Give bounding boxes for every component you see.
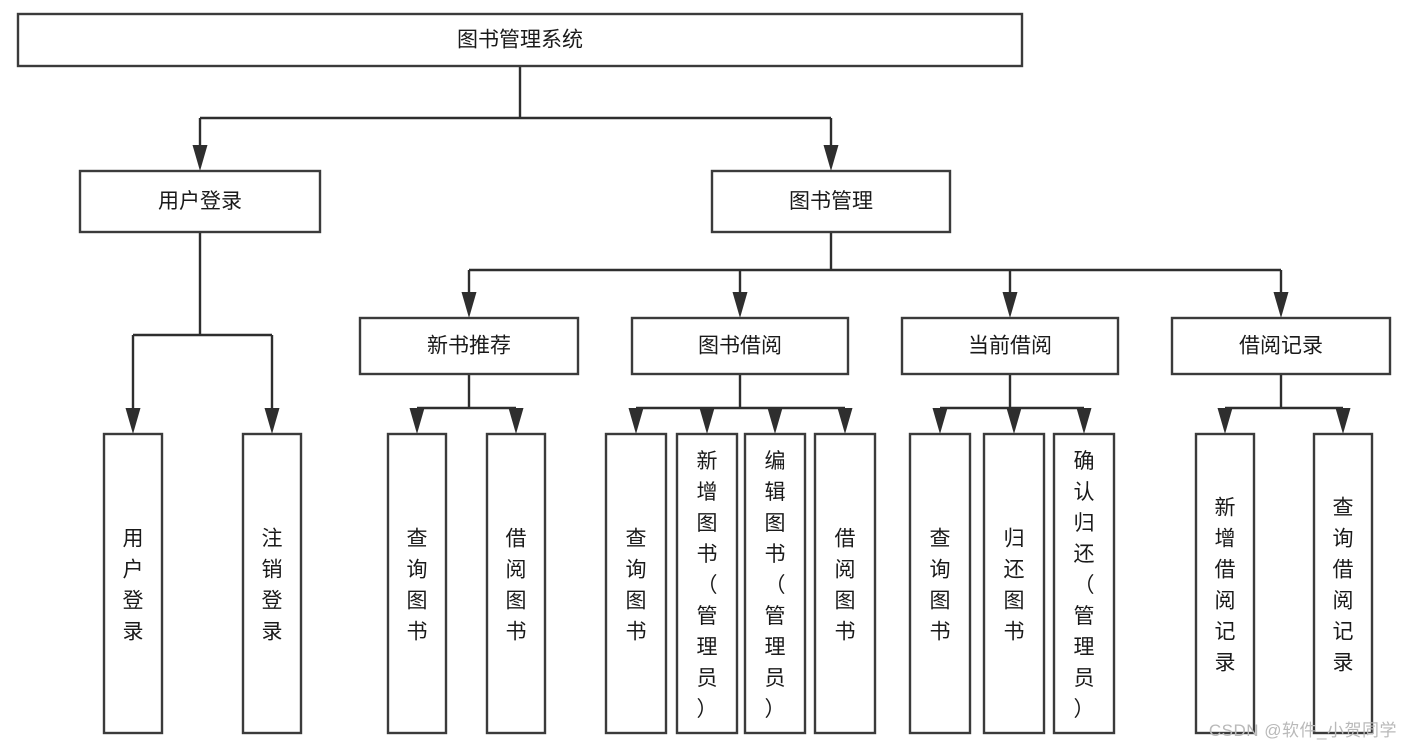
node-label: 查询图书 <box>626 528 647 644</box>
connector-book-manage-to-level3 <box>461 232 1289 318</box>
node-label: 当前借阅 <box>968 335 1052 358</box>
node-box[interactable] <box>900 316 1120 376</box>
node-label: 图书管理 <box>789 190 873 213</box>
node-root-图书管理系统[interactable]: 图书管理系统 <box>16 12 1024 68</box>
arrow-head-icon <box>1217 408 1233 434</box>
node-box[interactable] <box>16 12 1024 68</box>
arrow-head-icon <box>1006 408 1022 434</box>
nodes-layer: 图书管理系统用户登录图书管理新书推荐图书借阅当前借阅借阅记录用户登录注销登录查询… <box>16 12 1392 735</box>
arrow-head-icon <box>125 408 141 434</box>
node-leaf-logout[interactable]: 注销登录 <box>241 432 303 735</box>
node-label: 新增借阅记录 <box>1215 497 1236 675</box>
node-user-login[interactable]: 用户登录 <box>78 169 322 234</box>
node-current-borrow[interactable]: 当前借阅 <box>900 316 1120 376</box>
node-leaf-query-borrow-record[interactable]: 查询借阅记录 <box>1312 432 1374 735</box>
connector-user-login-to-leaves <box>125 232 280 434</box>
node-label: 编辑图书（管理员） <box>765 450 786 721</box>
node-box[interactable] <box>1170 316 1392 376</box>
arrow-head-icon <box>461 292 477 318</box>
node-leaf-user-login[interactable]: 用户登录 <box>102 432 164 735</box>
node-leaf-add-borrow-record[interactable]: 新增借阅记录 <box>1194 432 1256 735</box>
node-label: 借阅图书 <box>835 528 856 644</box>
node-box[interactable] <box>743 432 807 735</box>
node-label: 图书借阅 <box>698 335 782 358</box>
node-leaf-query-book-2[interactable]: 查询图书 <box>604 432 668 735</box>
node-leaf-query-book-1[interactable]: 查询图书 <box>386 432 448 735</box>
node-box[interactable] <box>1052 432 1116 735</box>
node-leaf-edit-book-admin[interactable]: 编辑图书（管理员） <box>743 432 807 735</box>
node-box[interactable] <box>241 432 303 735</box>
connector-root-to-level2 <box>192 66 839 171</box>
node-label: 查询图书 <box>930 528 951 644</box>
arrow-head-icon <box>767 408 783 434</box>
node-label: 注销登录 <box>262 528 283 644</box>
arrow-head-icon <box>628 408 644 434</box>
node-box[interactable] <box>386 432 448 735</box>
arrow-head-icon <box>1076 408 1092 434</box>
arrow-head-icon <box>1335 408 1351 434</box>
arrow-head-icon <box>1273 292 1289 318</box>
node-label: 确认归还（管理员） <box>1074 450 1095 721</box>
node-label: 新书推荐 <box>427 335 511 358</box>
node-label: 用户登录 <box>158 190 242 213</box>
node-box[interactable] <box>813 432 877 735</box>
connector-new-book-recommend-to-leaves <box>409 374 524 434</box>
arrow-head-icon <box>699 408 715 434</box>
arrow-head-icon <box>1002 292 1018 318</box>
node-label: 用户登录 <box>123 528 144 644</box>
arrow-head-icon <box>932 408 948 434</box>
node-leaf-confirm-return-admin[interactable]: 确认归还（管理员） <box>1052 432 1116 735</box>
node-box[interactable] <box>485 432 547 735</box>
arrow-head-icon <box>732 292 748 318</box>
node-borrow-record[interactable]: 借阅记录 <box>1170 316 1392 376</box>
node-label: 图书管理系统 <box>457 29 583 52</box>
node-label: 查询借阅记录 <box>1333 497 1354 675</box>
node-box[interactable] <box>630 316 850 376</box>
node-box[interactable] <box>358 316 580 376</box>
arrow-head-icon <box>837 408 853 434</box>
node-box[interactable] <box>1194 432 1256 735</box>
node-box[interactable] <box>675 432 739 735</box>
node-box[interactable] <box>710 169 952 234</box>
arrow-head-icon <box>192 145 208 171</box>
node-leaf-return-book[interactable]: 归还图书 <box>982 432 1046 735</box>
node-label: 借阅图书 <box>506 528 527 644</box>
node-box[interactable] <box>78 169 322 234</box>
node-new-book-recommend[interactable]: 新书推荐 <box>358 316 580 376</box>
connector-current-borrow-to-leaves <box>932 374 1092 434</box>
connector-book-borrow-to-leaves <box>628 374 853 434</box>
node-label: 新增图书（管理员） <box>697 450 718 721</box>
connectors-layer <box>125 66 1351 434</box>
node-book-borrow[interactable]: 图书借阅 <box>630 316 850 376</box>
node-label: 查询图书 <box>407 528 428 644</box>
arrow-head-icon <box>264 408 280 434</box>
node-label: 归还图书 <box>1004 528 1025 644</box>
node-box[interactable] <box>908 432 972 735</box>
node-leaf-borrow-book-1[interactable]: 借阅图书 <box>485 432 547 735</box>
node-box[interactable] <box>102 432 164 735</box>
arrow-head-icon <box>409 408 425 434</box>
arrow-head-icon <box>823 145 839 171</box>
arrow-head-icon <box>508 408 524 434</box>
node-book-manage[interactable]: 图书管理 <box>710 169 952 234</box>
node-label: 借阅记录 <box>1239 335 1323 358</box>
node-box[interactable] <box>1312 432 1374 735</box>
node-leaf-add-book-admin[interactable]: 新增图书（管理员） <box>675 432 739 735</box>
node-leaf-query-book-3[interactable]: 查询图书 <box>908 432 972 735</box>
node-leaf-borrow-book-2[interactable]: 借阅图书 <box>813 432 877 735</box>
node-box[interactable] <box>604 432 668 735</box>
node-box[interactable] <box>982 432 1046 735</box>
connector-borrow-record-to-leaves <box>1217 374 1351 434</box>
